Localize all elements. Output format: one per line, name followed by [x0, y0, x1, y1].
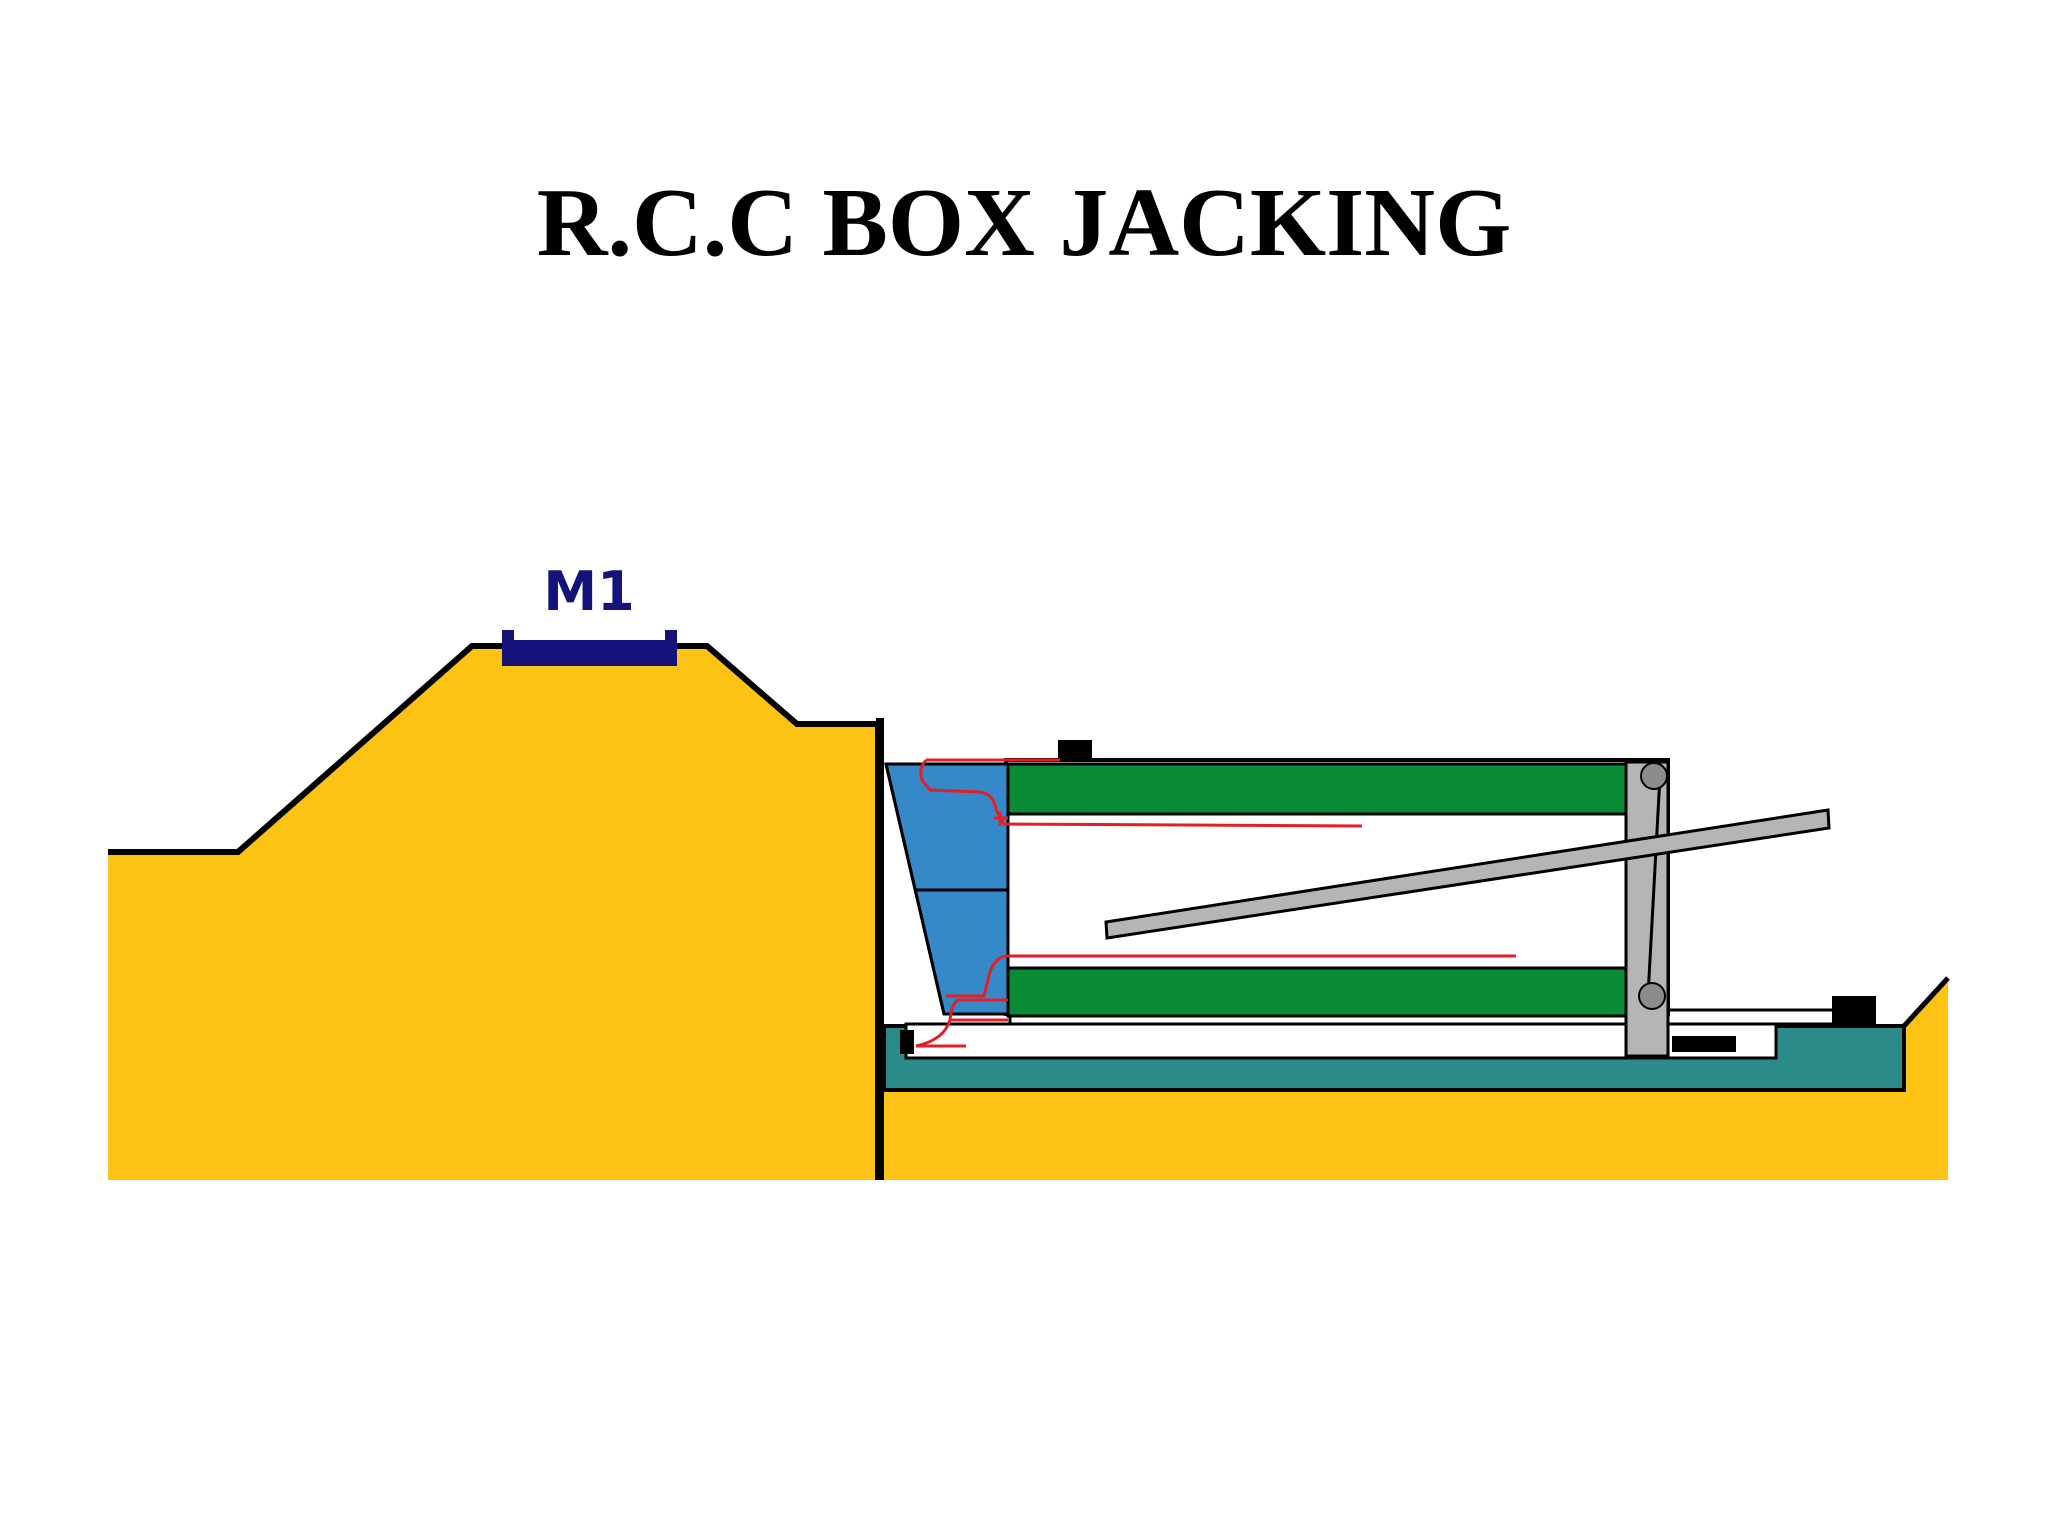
strut	[1104, 808, 1831, 940]
block-right-bed	[1832, 996, 1876, 1026]
jacking-frame	[1624, 760, 1670, 1058]
track-rail-right	[665, 630, 677, 644]
track-label-m1: M1	[543, 560, 634, 623]
jacking-frame-pin-bottom	[1638, 982, 1666, 1010]
block-left-bed	[900, 1030, 914, 1054]
rcc-box-top-slab	[1006, 762, 1630, 816]
cables	[915, 758, 1516, 1048]
block-top-box	[1058, 740, 1092, 762]
embankment	[108, 646, 878, 1180]
jacking-frame-brace	[1646, 775, 1662, 997]
jacking-frame-pin-top	[1640, 762, 1668, 790]
block-channel	[1672, 1036, 1736, 1052]
cable-top-cross	[994, 812, 1008, 826]
track-rail-left	[502, 630, 514, 644]
cutting-shield-edge	[884, 763, 946, 1015]
ground-right-outline	[1902, 976, 1950, 1028]
cable-top	[919, 758, 1363, 828]
track-bed	[502, 640, 677, 666]
railway-track-m1	[502, 630, 677, 666]
slide-title: R.C.C BOX JACKING	[536, 169, 1512, 277]
ground-right	[882, 978, 1948, 1180]
rcc-box-bottom-slab	[1006, 966, 1630, 1018]
